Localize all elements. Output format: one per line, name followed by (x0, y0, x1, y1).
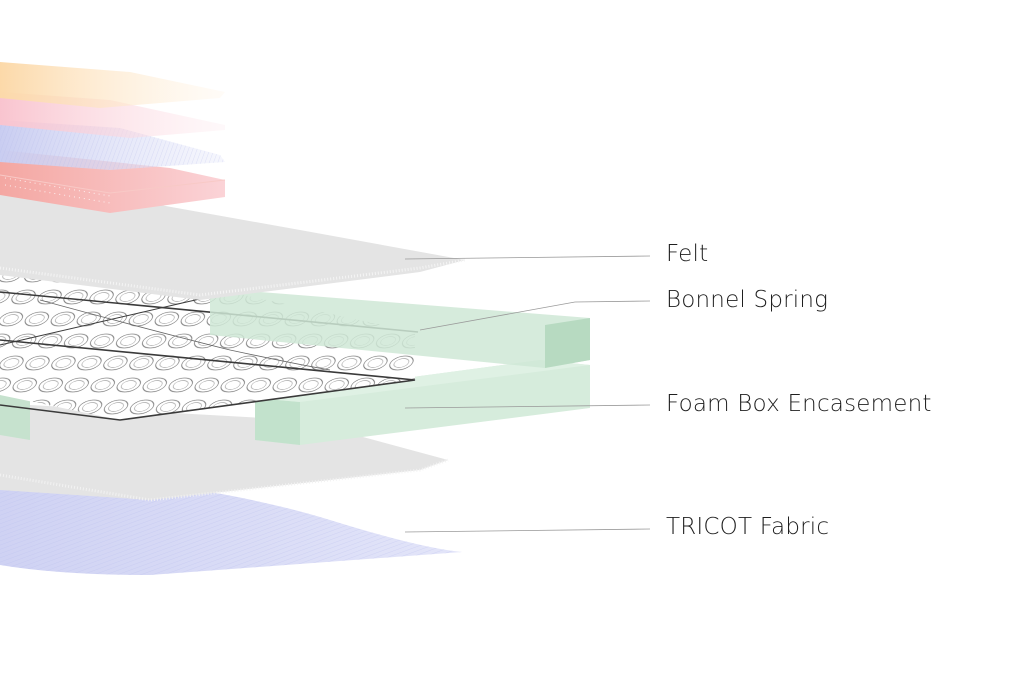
foam-box-back-rail (210, 290, 590, 368)
label-foam-box-encasement: Foam Box Encasement (666, 391, 932, 417)
felt-bottom-layer (0, 405, 449, 502)
leader-lines (404, 255, 651, 533)
leader-line-tricot (404, 528, 651, 533)
leader-line-foam-box (404, 404, 651, 409)
leader-line-bonnel-spring (419, 300, 651, 331)
label-bonnel-spring: Bonnel Spring (666, 287, 829, 313)
label-tricot-fabric: TRICOT Fabric (666, 514, 830, 540)
label-felt: Felt (666, 241, 709, 267)
felt-top-layer (0, 195, 466, 300)
foam-box-front-rail (255, 360, 590, 445)
leader-line-felt (404, 255, 651, 260)
top-comfort-layer-peach (0, 62, 225, 108)
top-comfort-layer-blue-fabric (0, 120, 225, 170)
bonnel-spring-unit (0, 270, 419, 421)
